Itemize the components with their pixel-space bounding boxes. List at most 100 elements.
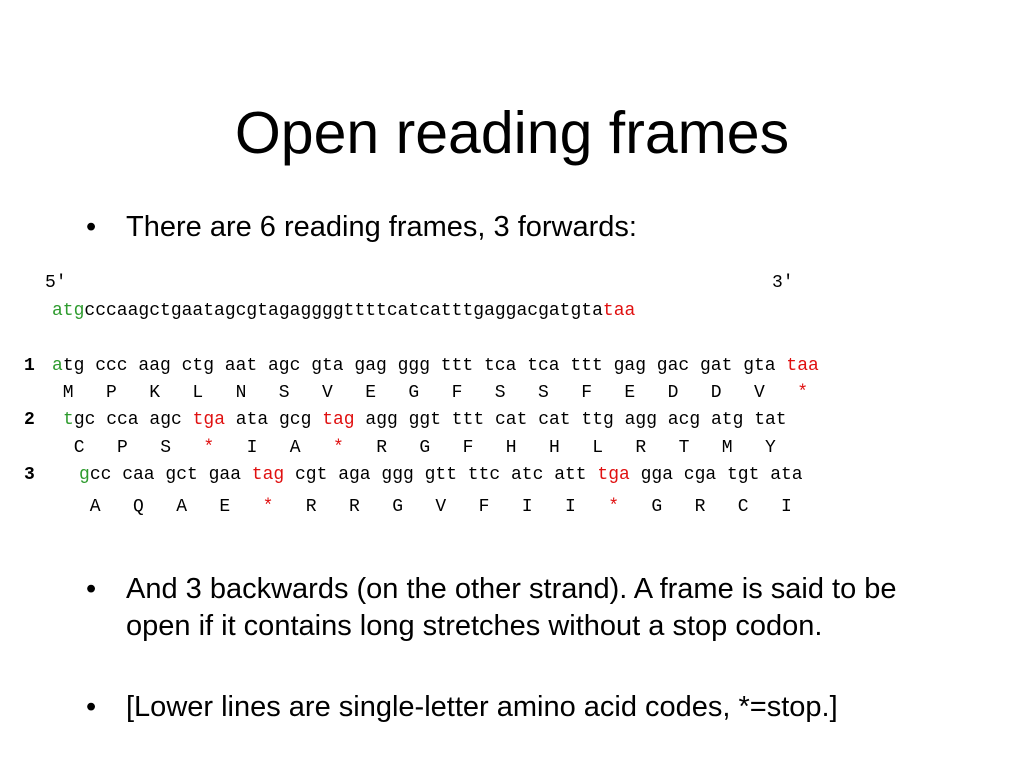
frame-1-codon: gag [613,356,646,376]
amino-acid-letter: V [322,383,333,403]
amino-acid-letter: A [289,438,301,458]
frame-3-codon: cgt [295,465,328,485]
frame-1-codon: gta [311,356,344,376]
amino-acid-letter: H [549,438,560,458]
amino-acid-letter: Y [765,438,776,458]
stop-marker: * [797,383,808,403]
stop-marker: * [333,438,344,458]
frame-3-codon: gaa [208,465,241,485]
amino-acid-letter: V [754,383,765,403]
frame-3-codon: tga [597,465,630,485]
frame-1-codon: agc [268,356,301,376]
amino-acid-letter: F [581,383,592,403]
frame-3-codon: gcc [79,465,112,485]
frame-1-codon: tca [484,356,517,376]
amino-acid-letter: G [651,497,663,517]
amino-acid-letter: C [737,497,749,517]
frame-2-codon: agg [365,410,398,430]
amino-acid-letter: A [176,497,187,517]
frame-number-2: 2 [24,410,35,430]
amino-acid-letter: I [781,497,792,517]
frame-2-codon: cat [495,410,528,430]
amino-acid-letter: L [592,438,603,458]
frame-1-codon: taa [786,356,819,376]
bullet-text: And 3 backwards (on the other strand). A… [126,573,905,642]
frame-2-codon: acg [667,410,701,430]
amino-acid-letter: E [219,497,231,517]
bullet-text: There are 6 reading frames, 3 forwards: [126,211,637,243]
amino-acid-letter: S [494,383,506,403]
frame-3-codon: ttc [467,465,501,485]
stop-marker: * [262,497,274,517]
amino-acid-letter: S [160,438,171,458]
frame-1-codon: ggg [397,356,430,376]
amino-acid-letter: F [451,383,463,403]
frame-1-codon: ttt [440,356,474,376]
frame-1-codon: gac [656,356,690,376]
amino-acid-letter: G [419,438,431,458]
frame-1-codon: ctg [181,356,214,376]
amino-acid-letter: M [721,438,733,458]
bullet-marker: • [86,691,97,723]
frame-1-codon: gta [743,356,776,376]
amino-acid-letter: M [62,383,74,403]
amino-acid-letter: Q [133,497,144,517]
frame-1-codon: aat [224,356,258,376]
amino-acid-letter: A [89,497,101,517]
frame-1-codon: ccc [95,356,128,376]
frame-1-codon: gag [354,356,387,376]
frame-3-codon: tgt [727,465,760,485]
amino-acid-letter: C [73,438,85,458]
frame-3-codon: gtt [424,465,457,485]
frame-2-codon: agc [149,410,182,430]
amino-acid-letter: I [565,497,576,517]
frame-2-codon: cat [538,410,571,430]
frame-2-codon: ttg [581,410,614,430]
frame-2-codon: tgc [63,410,96,430]
frame-2-codon: tag [322,410,355,430]
five-prime-label: 5' [45,273,67,293]
frame-number-1: 1 [24,356,35,376]
amino-acid-letter: L [192,383,204,403]
frame-2-codon: ttt [451,410,485,430]
frame-2-codon: agg [624,410,657,430]
amino-acid-letter: R [694,497,706,517]
stop-marker: * [203,438,215,458]
amino-acid-letter: D [667,383,679,403]
amino-acid-letter: E [624,383,636,403]
frame-3-codon: att [554,465,587,485]
frame-2-codon: cca [106,410,139,430]
frame-1-codon: ttt [570,356,603,376]
frame-1-codon: tca [527,356,560,376]
amino-acid-letter: F [478,497,490,517]
stop-marker: * [608,497,619,517]
frame-3-codon: aga [338,465,371,485]
frame-2-codon: gcg [279,410,312,430]
frame-3-codon: atc [511,465,544,485]
frame-3-codon: ata [770,465,803,485]
amino-acid-letter: T [678,438,690,458]
frame-3-codon: tag [251,465,285,485]
amino-acid-letter: P [117,438,128,458]
amino-acid-letter: V [435,497,447,517]
frame-1-codon: atg [52,356,85,376]
frame-2-codon: atg [711,410,744,430]
amino-acid-letter: D [710,383,722,403]
frame-2-codon: tat [754,410,787,430]
amino-acid-letter: I [521,497,533,517]
amino-acid-letter: K [149,383,160,403]
frame-3-codon: caa [122,465,155,485]
amino-acid-letter: G [408,383,420,403]
slide-title: Open reading frames [234,100,790,166]
frame-1-codon: gat [700,356,733,376]
amino-acid-letter: I [246,438,258,458]
frame-1-codon: aag [138,356,171,376]
frame-2-codon: tga [192,410,225,430]
frame-3-codon: cga [683,465,717,485]
start-codon: atg [52,301,85,321]
amino-acid-letter: R [305,497,317,517]
dna-sequence: atgcccaagctgaatagcgtagaggggttttcatcatttg… [52,300,635,322]
bullet-marker: • [86,211,97,243]
bullet-marker: • [86,573,97,605]
amino-acid-letter: H [505,438,517,458]
